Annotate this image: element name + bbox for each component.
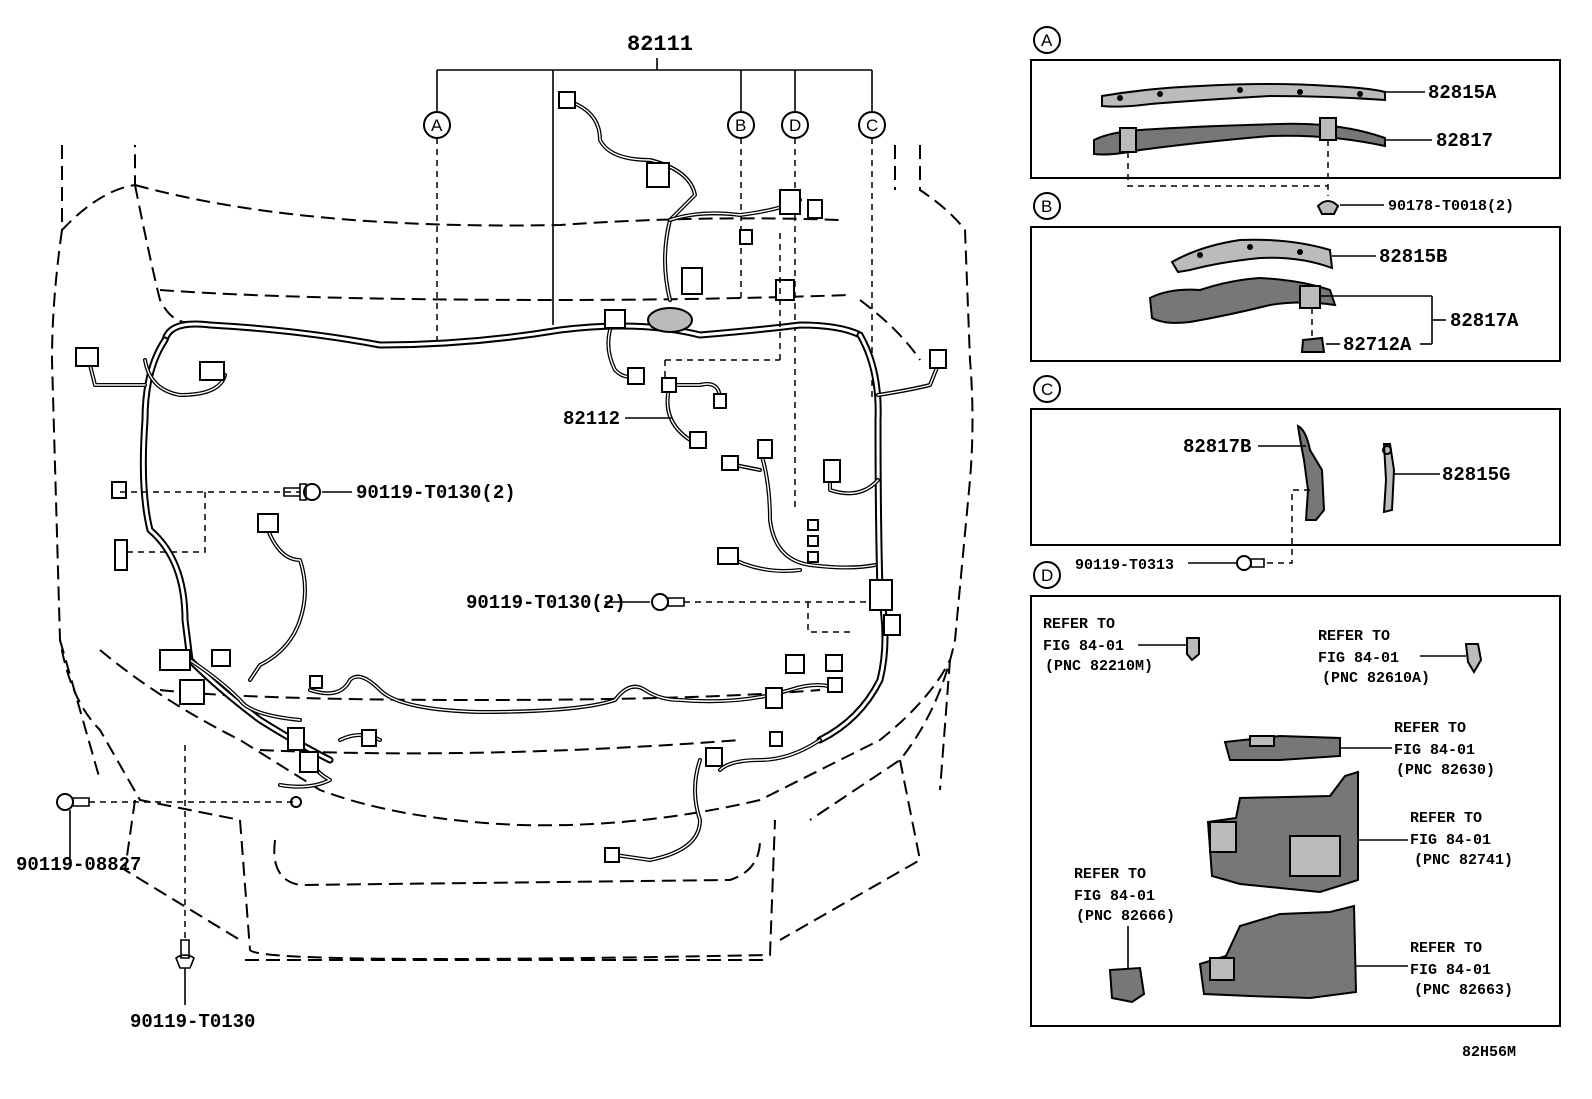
- svg-text:A: A: [1041, 31, 1053, 50]
- panel-a-parts: 82815A 82817 90178-T0018(2): [1093, 82, 1514, 215]
- panel-a-clip-label: 90178-T0018(2): [1388, 198, 1514, 215]
- ref-5-line1: REFER TO: [1074, 866, 1146, 883]
- svg-text:B: B: [1041, 197, 1052, 216]
- panel-c: [1030, 408, 1561, 546]
- callout-d-detail: D: [1033, 561, 1061, 589]
- svg-text:A: A: [431, 116, 443, 135]
- panel-b-clamp-label: 82712A: [1343, 334, 1412, 356]
- panel-a-protector-label: 82815A: [1428, 82, 1497, 104]
- svg-text:B: B: [735, 116, 746, 135]
- panel-c-parts: 82817B 82815G 90119-T0313: [1075, 424, 1510, 574]
- bolt-bottom: 90119-T0130: [130, 745, 255, 1033]
- clamp-bolt-left-label: 90119-T0130(2): [356, 482, 516, 504]
- ref-2-line1: REFER TO: [1318, 628, 1390, 645]
- sub-harness-label: 82112: [563, 408, 620, 430]
- bolt-front-left: 90119-08827: [16, 793, 302, 876]
- ref-3-pnc: (PNC 82630): [1396, 762, 1495, 779]
- svg-text:D: D: [1041, 566, 1053, 585]
- panel-d-parts: REFER TO FIG 84-01 (PNC 82210M) REFER TO…: [1043, 616, 1513, 1004]
- ref-2-pnc: (PNC 82610A): [1322, 670, 1430, 687]
- callout-c-detail: C: [1033, 375, 1061, 403]
- ref-2-line2: FIG 84-01: [1318, 650, 1399, 667]
- callout-a-main: A: [423, 111, 451, 139]
- callout-c-main: C: [858, 111, 886, 139]
- ref-6-pnc: (PNC 82663): [1414, 982, 1513, 999]
- diagram-code: 82H56M: [1462, 1044, 1516, 1061]
- callout-b-main: B: [727, 111, 755, 139]
- ref-1-line1: REFER TO: [1043, 616, 1115, 633]
- panel-d: [1030, 595, 1561, 1027]
- svg-text:D: D: [789, 116, 801, 135]
- panel-b-bracket-label: 82817A: [1450, 310, 1519, 332]
- ref-5-pnc: (PNC 82666): [1076, 908, 1175, 925]
- callout-a-detail: A: [1033, 26, 1061, 54]
- ref-6-line1: REFER TO: [1410, 940, 1482, 957]
- panel-b-parts: 82815B 82817A 82712A: [1148, 238, 1519, 356]
- svg-text:C: C: [866, 116, 878, 135]
- panel-b-protector-label: 82815B: [1379, 246, 1447, 268]
- callout-d-main: D: [781, 111, 809, 139]
- ref-4-pnc: (PNC 82741): [1414, 852, 1513, 869]
- sub-harness-label-group: 82112: [563, 230, 781, 430]
- connector: [558, 91, 576, 109]
- main-harness-label: 82111: [627, 32, 693, 57]
- clamp-bolt-center: 90119-T0130(2): [466, 592, 870, 633]
- vehicle-body-outline: [50, 145, 974, 961]
- bolt-bottom-label: 90119-T0130: [130, 1011, 255, 1033]
- svg-text:C: C: [1041, 380, 1053, 399]
- panel-c-bolt-label: 90119-T0313: [1075, 557, 1174, 574]
- ref-1-pnc: (PNC 82210M): [1045, 658, 1153, 675]
- panel-a-bracket-label: 82817: [1436, 130, 1493, 152]
- ref-6-line2: FIG 84-01: [1410, 962, 1491, 979]
- ref-3-line2: FIG 84-01: [1394, 742, 1475, 759]
- clamp-bolt-left: 90119-T0130(2): [120, 482, 516, 553]
- panel-b: [1030, 226, 1561, 362]
- panel-c-protector-label: 82815G: [1442, 464, 1510, 486]
- ref-5-line2: FIG 84-01: [1074, 888, 1155, 905]
- bolt-front-left-label: 90119-08827: [16, 854, 141, 876]
- ref-1-line2: FIG 84-01: [1043, 638, 1124, 655]
- ref-3-line1: REFER TO: [1394, 720, 1466, 737]
- panel-c-bracket-label: 82817B: [1183, 436, 1251, 458]
- ref-4-line2: FIG 84-01: [1410, 832, 1491, 849]
- main-harness-leader: [436, 58, 873, 510]
- panel-a: [1030, 59, 1561, 179]
- ref-4-line1: REFER TO: [1410, 810, 1482, 827]
- clamp-bolt-center-label: 90119-T0130(2): [466, 592, 626, 614]
- engine-room-harness: [75, 91, 947, 863]
- callout-b-detail: B: [1033, 192, 1061, 220]
